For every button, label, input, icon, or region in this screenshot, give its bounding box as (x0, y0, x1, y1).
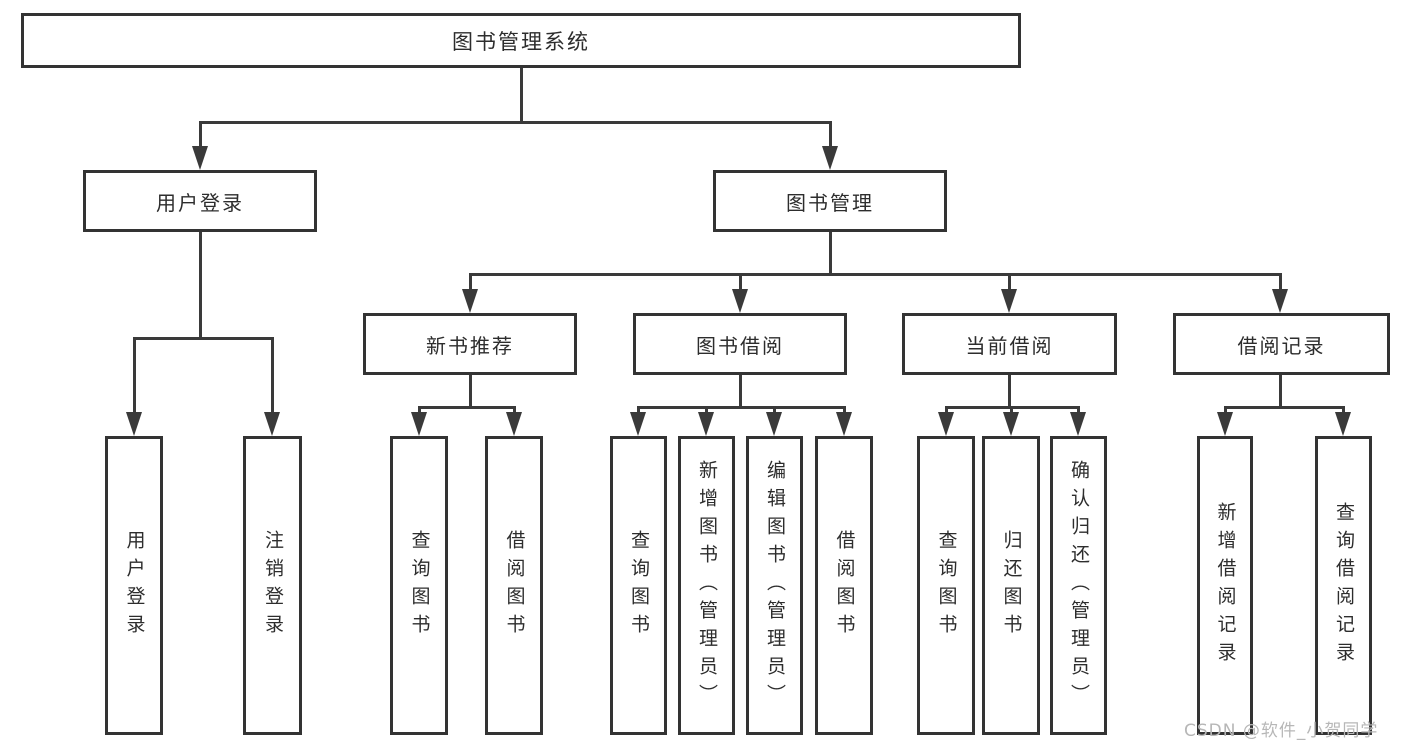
arrowhead-down-icon (766, 412, 782, 436)
connector-line (738, 273, 742, 291)
leaf-user-login: 用户登录 (105, 436, 163, 735)
node-book-management: 图书管理 (713, 170, 947, 232)
connector-line (468, 273, 472, 291)
leaf-newbook-query-books: 查询图书 (390, 436, 448, 735)
connector-line (944, 406, 948, 414)
connector-line (1007, 375, 1011, 407)
connector-line (132, 337, 136, 415)
arrowhead-down-icon (630, 412, 646, 436)
node-root-label: 图书管理系统 (452, 29, 590, 54)
connector-line (772, 406, 776, 414)
connector-line (1076, 406, 1080, 414)
arrowhead-down-icon (732, 289, 748, 313)
connector-line (468, 375, 472, 407)
leaf-borrow-query-books-label: 查询图书 (628, 529, 650, 642)
leaf-borrow-add-books-admin: 新增图书（管理员） (678, 436, 735, 735)
leaf-borrow-borrow-books-label: 借阅图书 (833, 529, 856, 642)
connector-line (636, 406, 846, 409)
leaf-logout-login: 注销登录 (243, 436, 302, 735)
leaf-borrow-borrow-books: 借阅图书 (815, 436, 873, 735)
leaf-newbook-borrow-books: 借阅图书 (485, 436, 543, 735)
connector-line (1278, 375, 1282, 407)
connector-line (132, 337, 274, 340)
arrowhead-down-icon (1003, 412, 1019, 436)
watermark: CSDN @软件_小贺同学 (1184, 721, 1379, 741)
arrowhead-down-icon (836, 412, 852, 436)
connector-line (198, 232, 202, 340)
node-current-borrowing-label: 当前借阅 (965, 333, 1054, 358)
connector-line (828, 232, 832, 276)
connector-line (828, 121, 832, 151)
arrowhead-down-icon (1335, 412, 1351, 436)
leaf-current-return-books-label: 归还图书 (1000, 529, 1023, 642)
arrowhead-down-icon (264, 412, 280, 436)
arrowhead-down-icon (822, 146, 838, 170)
node-new-book-label: 新书推荐 (426, 333, 514, 358)
node-new-book-recommendation: 新书推荐 (363, 313, 577, 375)
arrowhead-down-icon (1001, 289, 1017, 313)
connector-line (512, 406, 516, 414)
connector-line (1007, 273, 1011, 291)
node-book-borrowing-label: 图书借阅 (696, 333, 784, 358)
leaf-current-confirm-return-admin: 确认归还（管理员） (1050, 436, 1107, 735)
connector-line (270, 337, 274, 415)
connector-line (417, 406, 421, 414)
leaf-records-query-borrow-record: 查询借阅记录 (1315, 436, 1372, 735)
leaf-records-query-borrow-record-label: 查询借阅记录 (1333, 501, 1355, 670)
arrowhead-down-icon (506, 412, 522, 436)
leaf-records-add-borrow-record: 新增借阅记录 (1197, 436, 1253, 735)
arrowhead-down-icon (1272, 289, 1288, 313)
connector-line (704, 406, 708, 414)
connector-line (519, 68, 523, 124)
connector-line (738, 375, 742, 407)
node-current-borrowing: 当前借阅 (902, 313, 1117, 375)
connector-line (1009, 406, 1013, 414)
connector-line (1341, 406, 1345, 414)
node-root: 图书管理系统 (21, 13, 1021, 68)
arrowhead-down-icon (411, 412, 427, 436)
arrowhead-down-icon (192, 146, 208, 170)
leaf-current-query-books-label: 查询图书 (935, 529, 958, 642)
leaf-records-add-borrow-record-label: 新增借阅记录 (1214, 501, 1237, 670)
leaf-current-return-books: 归还图书 (982, 436, 1040, 735)
connector-line (417, 406, 516, 409)
node-user-login: 用户登录 (83, 170, 317, 232)
leaf-borrow-edit-books-admin: 编辑图书（管理员） (746, 436, 803, 735)
leaf-borrow-edit-books-admin-label: 编辑图书（管理员） (764, 459, 786, 712)
leaf-newbook-query-books-label: 查询图书 (408, 529, 431, 642)
connector-line (1223, 406, 1227, 414)
arrowhead-down-icon (1217, 412, 1233, 436)
connector-line (198, 121, 202, 151)
node-borrowing-records: 借阅记录 (1173, 313, 1390, 375)
connector-line (842, 406, 846, 414)
arrowhead-down-icon (462, 289, 478, 313)
leaf-logout-login-label: 注销登录 (262, 529, 284, 642)
node-borrowing-records-label: 借阅记录 (1237, 333, 1326, 358)
leaf-borrow-add-books-admin-label: 新增图书（管理员） (696, 459, 718, 712)
arrowhead-down-icon (126, 412, 142, 436)
arrowhead-down-icon (698, 412, 714, 436)
node-book-borrowing: 图书借阅 (633, 313, 847, 375)
leaf-current-confirm-return-admin-label: 确认归还（管理员） (1068, 459, 1090, 712)
connector-line (198, 121, 832, 124)
leaf-user-login-label: 用户登录 (123, 529, 146, 642)
node-book-management-label: 图书管理 (786, 190, 874, 215)
arrowhead-down-icon (1070, 412, 1086, 436)
connector-line (636, 406, 640, 414)
leaf-borrow-query-books: 查询图书 (610, 436, 667, 735)
connector-line (1278, 273, 1282, 291)
connector-line (468, 273, 1282, 276)
node-user-login-label: 用户登录 (156, 190, 244, 215)
arrowhead-down-icon (938, 412, 954, 436)
leaf-newbook-borrow-books-label: 借阅图书 (503, 529, 526, 642)
connector-line (1223, 406, 1345, 409)
leaf-current-query-books: 查询图书 (917, 436, 975, 735)
